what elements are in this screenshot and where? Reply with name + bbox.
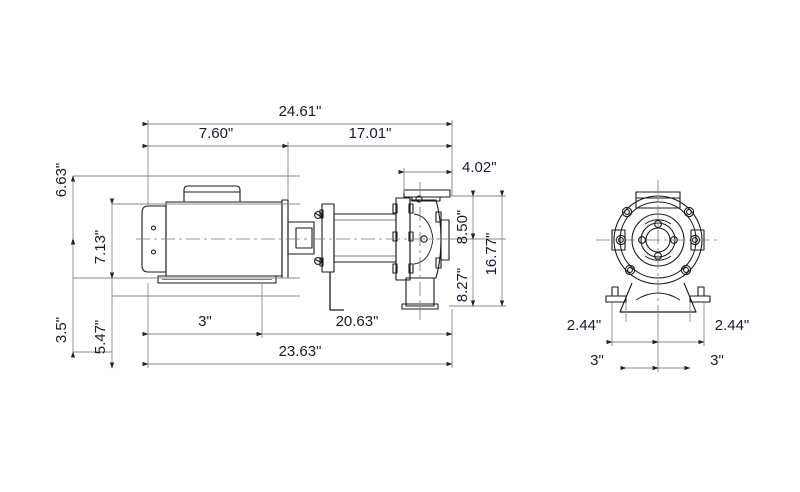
machine-geometry — [136, 180, 720, 330]
dimension-lines — [70, 120, 705, 372]
dim-label-left-foot-width: 2.44" — [567, 317, 602, 334]
dim-label-right-foot-width: 2.44" — [715, 317, 750, 334]
dim-label-discharge-offset: 4.02" — [462, 159, 497, 176]
dim-label-overall-length: 24.61" — [279, 103, 322, 120]
coupling-adapter — [287, 203, 397, 311]
motor-assembly — [141, 185, 289, 284]
dim-label-base-height: 3.5" — [53, 317, 70, 343]
dim-label-left-foot-spacing: 3" — [590, 352, 604, 369]
dim-label-foot-to-pump: 20.63" — [336, 313, 379, 330]
dim-label-pump-length: 17.01" — [349, 125, 392, 142]
dim-label-overall-pump-height: 16.77" — [483, 233, 500, 276]
dim-label-overall-base-length: 23.63" — [279, 343, 322, 360]
dimension-labels: 24.61" 7.60" 17.01" 6.63" 7.13" 3.5" 5.4… — [53, 103, 749, 369]
pump-casing — [392, 189, 451, 310]
dim-label-shaft-to-discharge: 8.50" — [454, 210, 471, 245]
dim-label-foot-offset: 3" — [198, 313, 212, 330]
dim-label-motor-length: 7.60" — [199, 125, 234, 142]
dim-label-shaft-to-suction: 8.27" — [454, 268, 471, 303]
dim-label-right-foot-spacing: 3" — [710, 352, 724, 369]
dim-label-motor-body-height: 7.13" — [92, 230, 109, 265]
center-lines — [136, 180, 720, 330]
dim-label-height-to-shaft-top: 6.63" — [53, 163, 70, 198]
dim-label-base-to-shaft: 5.47" — [92, 320, 109, 355]
